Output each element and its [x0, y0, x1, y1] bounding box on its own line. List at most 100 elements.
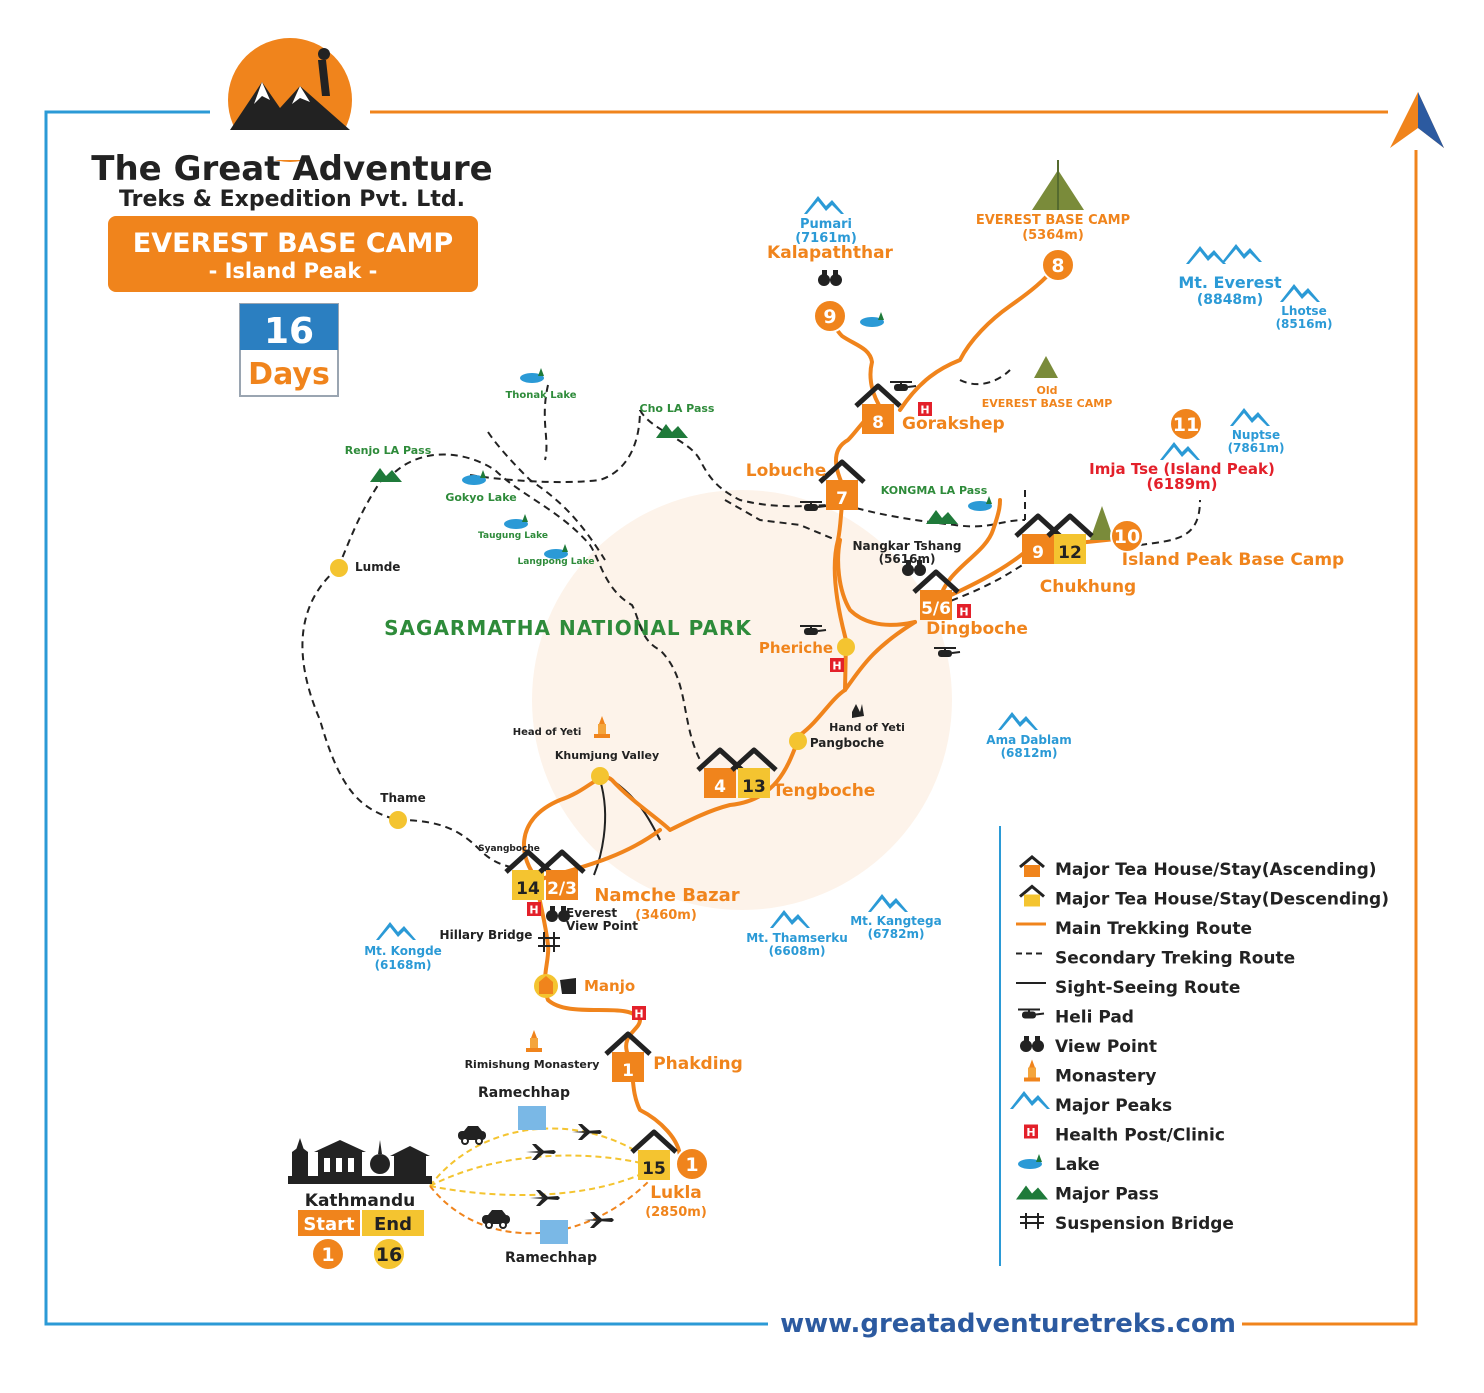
old-ebc-tent-icon	[1034, 356, 1058, 378]
logo	[228, 38, 352, 162]
island-peak-stop: 11	[1169, 407, 1203, 441]
phakding-house: 1	[604, 1031, 652, 1082]
hillary-bridge-icon	[538, 932, 560, 952]
svg-text:Mt. Kongde: Mt. Kongde	[364, 944, 442, 958]
svg-text:Ama Dablam: Ama Dablam	[986, 733, 1071, 747]
svg-text:Ramechhap: Ramechhap	[505, 1250, 597, 1266]
svg-text:Langpong Lake: Langpong Lake	[518, 557, 595, 567]
svg-text:(6782m): (6782m)	[868, 927, 925, 941]
viewpoint-icon	[1020, 1036, 1044, 1052]
plane-icon-3	[530, 1190, 560, 1206]
svg-text:Start: Start	[303, 1214, 355, 1235]
svg-text:Hand of Yeti: Hand of Yeti	[829, 721, 905, 734]
health-post-icon	[1024, 1124, 1038, 1139]
svg-text:EVEREST BASE CAMP: EVEREST BASE CAMP	[982, 397, 1113, 410]
svg-text:Lhotse: Lhotse	[1281, 304, 1326, 318]
lumde-dot	[330, 559, 348, 577]
company-subtitle: Treks & Expedition Pvt. Ltd.	[119, 187, 465, 212]
legend-item: Main Trekking Route	[1016, 919, 1252, 939]
legend-item: View Point	[1020, 1036, 1157, 1057]
namche-descending-house: 14	[504, 849, 552, 900]
lobuche-house: 7	[818, 459, 866, 510]
ebc-stop-day: 8	[1051, 255, 1064, 277]
ama-dablam-peak-icon	[998, 712, 1038, 730]
svg-text:Nuptse: Nuptse	[1232, 428, 1280, 442]
legend-label: Major Tea House/Stay(Ascending)	[1055, 860, 1377, 880]
svg-text:KONGMA LA Pass: KONGMA LA Pass	[881, 484, 988, 497]
legend-label: Major Pass	[1055, 1185, 1159, 1205]
svg-text:Pheriche: Pheriche	[759, 639, 833, 657]
ipbc-stop: 10	[1110, 519, 1144, 553]
legend-label: Lake	[1055, 1155, 1100, 1175]
days-number: 16	[264, 311, 314, 352]
svg-text:Phakding: Phakding	[653, 1054, 743, 1074]
place-labels: Pumari (7161m) Kalapaththar EVEREST BASE…	[305, 213, 1344, 1266]
svg-text:Cho LA Pass: Cho LA Pass	[640, 402, 715, 415]
title-banner	[108, 216, 478, 292]
car-icon-bottom	[481, 1209, 511, 1229]
svg-text:Gorakshep: Gorakshep	[902, 414, 1005, 434]
svg-text:(5364m): (5364m)	[1022, 228, 1084, 243]
days-label: Days	[248, 357, 330, 392]
svg-text:Thame: Thame	[380, 791, 425, 805]
svg-text:Manjo: Manjo	[584, 977, 635, 995]
namche-ascending-house: 2/3	[538, 849, 586, 900]
start-end-tags: Start End	[298, 1210, 424, 1236]
kathmandu-start-stop-day: 1	[321, 1244, 334, 1266]
svg-text:Renjo LA Pass: Renjo LA Pass	[345, 444, 432, 457]
kangtega-peak-icon	[868, 894, 908, 912]
kongde-peak-icon	[376, 922, 416, 940]
svg-text:Pumari: Pumari	[800, 217, 852, 232]
kalapatthar-lake-icon	[860, 312, 884, 327]
pheriche-health-icon	[830, 658, 844, 673]
monastery-icon	[1024, 1059, 1040, 1082]
kathmandu-end-stop: 16	[372, 1237, 406, 1271]
svg-text:Hillary Bridge: Hillary Bridge	[440, 928, 533, 942]
gorakshep-house: 8	[854, 383, 902, 434]
kongma-lake-icon	[968, 496, 992, 511]
lukla-ascending-stop-day: 1	[685, 1154, 698, 1176]
legend-item: Major Peaks	[1010, 1091, 1172, 1116]
rimishung-monastery-icon	[526, 1030, 542, 1052]
thamserku-peak-icon	[770, 910, 810, 928]
everest-peak-icon	[1186, 246, 1226, 264]
svg-text:Pangboche: Pangboche	[810, 736, 884, 750]
svg-text:Island Peak Base Camp: Island Peak Base Camp	[1122, 550, 1344, 570]
thame-dot	[389, 811, 407, 829]
chukhung-ascending-house-day: 9	[1032, 543, 1044, 563]
lake-icon	[1018, 1154, 1042, 1169]
svg-text:EVEREST BASE CAMP: EVEREST BASE CAMP	[976, 213, 1130, 228]
legend-label: Secondary Treking Route	[1055, 949, 1295, 969]
legend-label: Major Tea House/Stay(Descending)	[1055, 890, 1389, 910]
legend-item: Secondary Treking Route	[1016, 949, 1295, 969]
legend-item: Health Post/Clinic	[1024, 1124, 1225, 1146]
dingboche-house-day: 5/6	[921, 599, 951, 619]
namche-health-icon	[527, 902, 541, 917]
car-icon-top	[457, 1125, 487, 1145]
lukla-descending-house: 15	[630, 1129, 678, 1180]
lukla-ascending-stop: 1	[675, 1147, 709, 1181]
days-badge: 16 Days	[239, 303, 339, 397]
legend-item: Major Tea House/Stay(Descending)	[1019, 884, 1389, 910]
svg-text:Thonak Lake: Thonak Lake	[505, 390, 576, 401]
svg-text:Syangboche: Syangboche	[478, 844, 540, 854]
svg-text:(6189m): (6189m)	[1146, 475, 1217, 493]
legend-label: Health Post/Clinic	[1055, 1126, 1225, 1146]
svg-text:Old: Old	[1037, 384, 1058, 397]
thonak-lake-icon	[520, 368, 544, 383]
svg-text:Ramechhap: Ramechhap	[478, 1085, 570, 1101]
ebc-stop: 8	[1041, 248, 1075, 282]
pangboche-dot	[789, 732, 807, 750]
dingboche-house: 5/6	[912, 569, 960, 620]
phakding-house-day: 1	[622, 1061, 634, 1081]
plane-icon-2	[572, 1124, 602, 1140]
svg-text:Tengboche: Tengboche	[773, 781, 876, 801]
dingboche-health-icon	[957, 604, 971, 619]
svg-text:(7161m): (7161m)	[795, 231, 857, 246]
svg-text:(6608m): (6608m)	[769, 944, 826, 958]
kalapatthar-viewpoint-icon	[818, 270, 842, 286]
legend-item: Lake	[1018, 1154, 1100, 1175]
svg-text:Rimishung Monastery: Rimishung Monastery	[465, 1058, 600, 1071]
